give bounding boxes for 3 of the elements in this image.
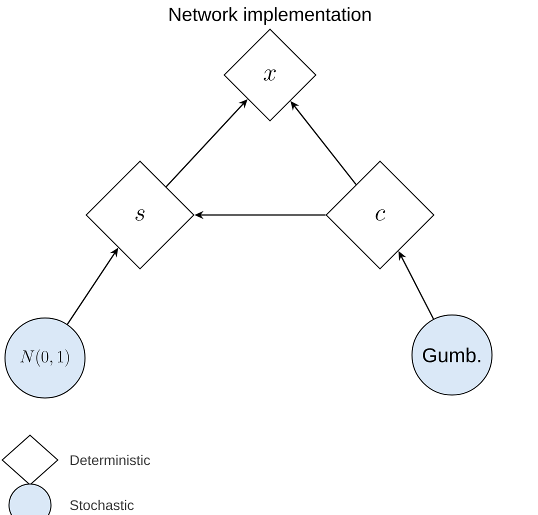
legend-label: Stochastic [70, 500, 134, 510]
legend-label: Deterministic [70, 454, 150, 466]
title: Network implementation [170, 7, 371, 25]
